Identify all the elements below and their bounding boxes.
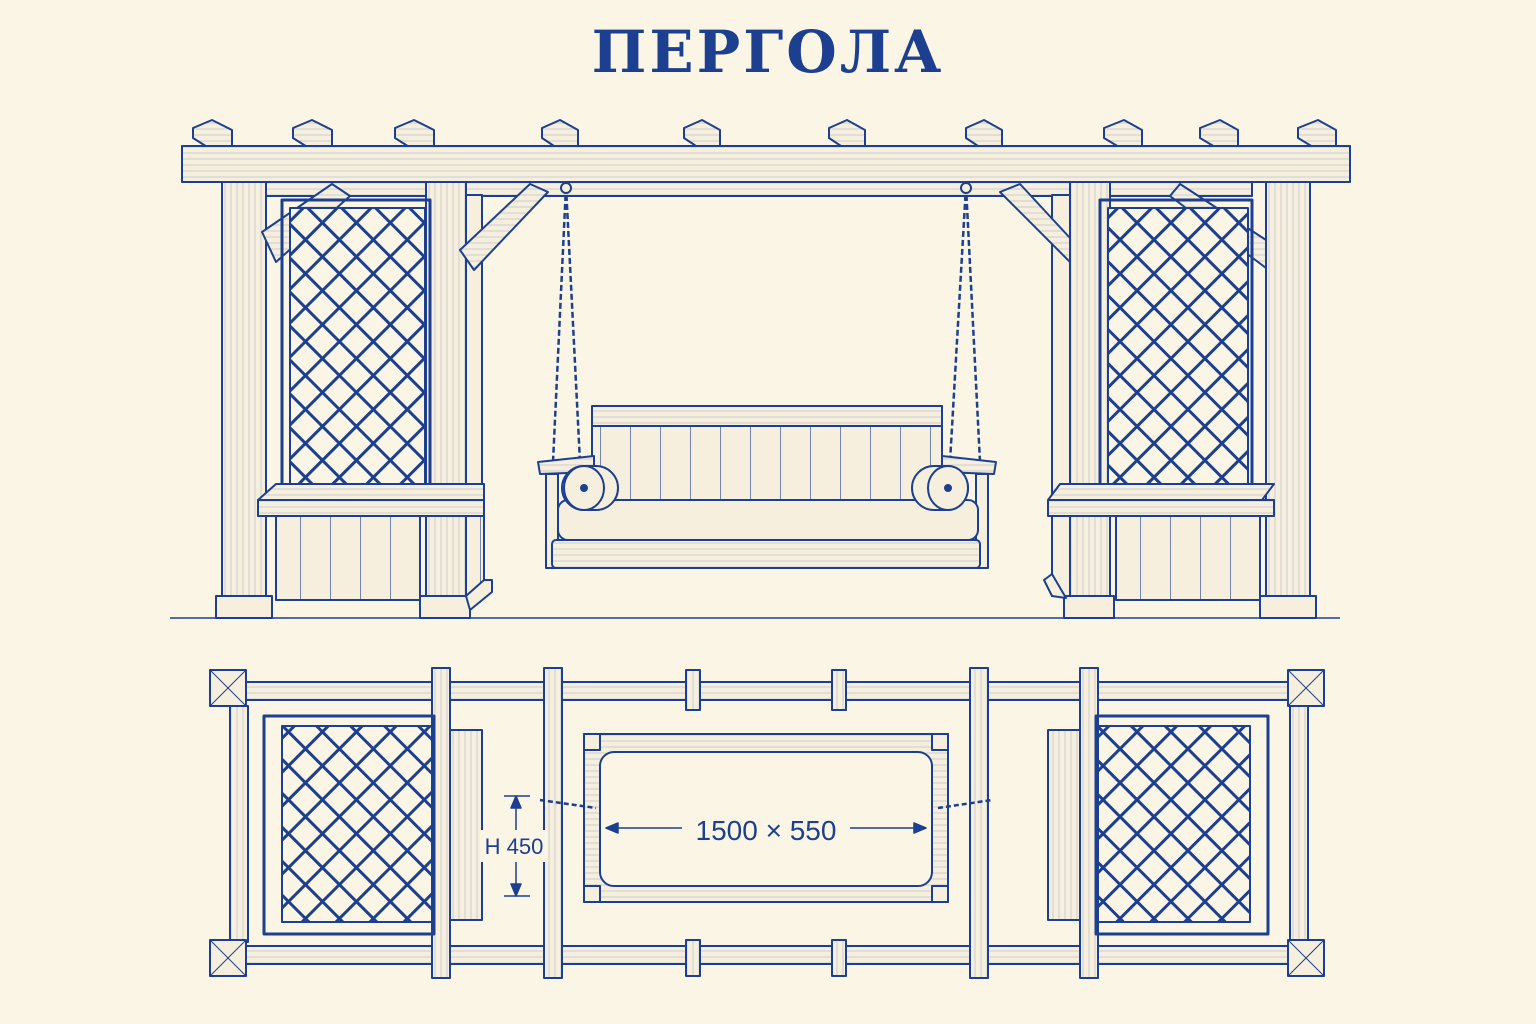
height-dimension: H 450 [485,834,544,859]
post-right-outer [1265,181,1311,603]
bench-seat-left [257,483,485,501]
corner-posts [209,669,1325,977]
plan-rafters [431,667,1099,979]
swing-base [551,539,981,569]
post-left-inner [425,181,467,603]
lattice-panel-left [289,207,426,489]
plan-lattice-right [1097,725,1251,923]
plan-lattice-left [281,725,433,923]
bolster-pillow-left [561,465,619,511]
swing-chains [551,185,982,463]
bench-box-right [1115,515,1261,601]
top-beam [181,145,1351,183]
plan-view [209,667,1325,979]
swing-backrest [591,405,943,427]
rafters [192,119,1337,151]
bench-box-left [275,515,421,601]
bench-seat-right [1047,483,1275,501]
post-left-outer [221,181,267,603]
post-right-inner [1069,181,1111,603]
lattice-panel-right [1107,207,1249,489]
swing-cushion [557,499,979,541]
page-title: ПЕРГОЛА [591,18,945,86]
front-elevation [170,119,1351,619]
porch-swing [537,405,997,569]
seat-size-dimension: 1500 × 550 [696,815,837,846]
bolster-pillow-right [911,465,969,511]
